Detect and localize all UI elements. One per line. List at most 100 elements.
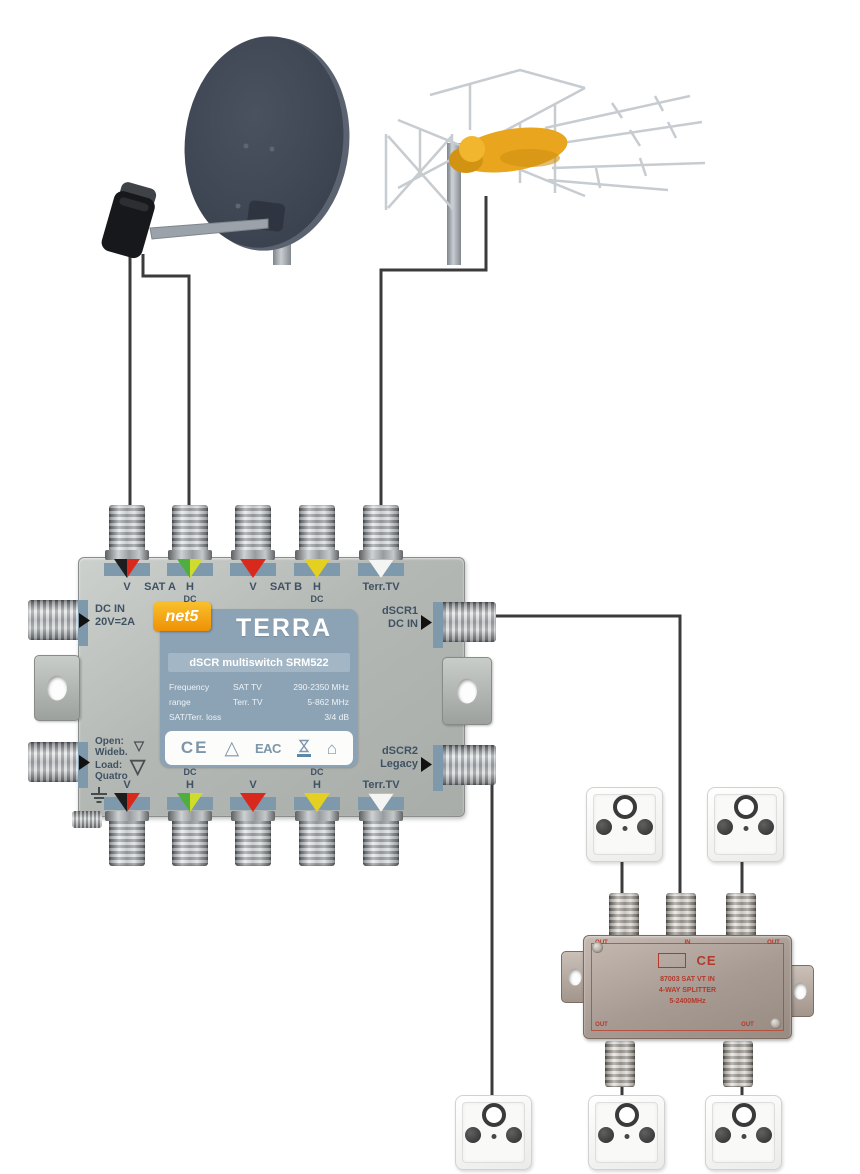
wall-outlet	[705, 1095, 782, 1170]
splitter-model: 87003 SAT VT IN	[660, 976, 715, 983]
spec-band: Terr. TV	[233, 697, 263, 707]
port-label: SAT B	[269, 581, 303, 593]
port-label: H	[313, 581, 321, 593]
port-label: V	[249, 779, 257, 791]
quatro-label: Quatro	[95, 771, 128, 782]
port-label: DC	[310, 594, 324, 604]
dscr1-sub-label: DC IN	[388, 618, 418, 630]
cable-lnb-h-sat-a	[141, 254, 191, 512]
outlet-socket	[598, 1127, 614, 1143]
splitter-port-top-out2	[726, 893, 756, 939]
spec-row: range Terr. TV 5-862 MHz	[169, 695, 349, 710]
eac-mark-icon: EAC	[254, 740, 281, 756]
port-bottom-h2	[295, 811, 339, 866]
hourglass-icon	[296, 739, 311, 757]
port-label: V	[123, 779, 131, 791]
arrow-right-icon	[79, 755, 90, 770]
arrow-right-icon	[79, 613, 90, 628]
screw-icon	[770, 1018, 781, 1029]
port-label: H	[186, 779, 194, 791]
outlet-tv-socket	[481, 1103, 506, 1127]
dc-in-label: DC IN	[95, 603, 125, 615]
spec-label: SAT/Terr. loss	[169, 712, 222, 722]
outlet-socket	[715, 1127, 731, 1143]
port-label: Terr.TV	[362, 779, 400, 791]
dscr2-sub-label: Legacy	[380, 758, 418, 770]
spec-table: Frequency SAT TV 290-2350 MHz range Terr…	[169, 680, 349, 725]
multiswitch: V SAT A H DC V SAT B H DC Terr.TV DC IN …	[28, 505, 498, 871]
outlet-socket	[465, 1127, 481, 1143]
port-top-sat-b-v	[231, 505, 275, 560]
port-strip	[433, 602, 443, 648]
brand-name: TERRA	[235, 614, 333, 642]
port-label: DC	[183, 767, 197, 777]
port-left-config	[28, 742, 80, 782]
house-icon: ⌂	[326, 738, 338, 758]
wall-outlet	[586, 787, 663, 862]
splitter-port-bottom-out3	[605, 1041, 635, 1087]
outlet-socket	[506, 1127, 522, 1143]
ground-icon	[91, 787, 107, 803]
outlet-pin	[743, 826, 748, 831]
mounting-hole	[793, 982, 807, 1000]
port-bottom-v2	[231, 811, 275, 866]
outlet-tv-socket	[733, 795, 758, 819]
splitter-port-top-out1	[609, 893, 639, 939]
certification-marks: CE △ EAC ⌂	[165, 731, 353, 765]
outlet-socket	[596, 819, 612, 835]
spec-row: Frequency SAT TV 290-2350 MHz	[169, 680, 349, 695]
satellite-dish	[101, 36, 350, 265]
splitter-port-label: OUT	[767, 940, 780, 946]
splitter-logo-row: CE	[584, 953, 791, 968]
safety-triangle-icon: △	[224, 737, 240, 759]
port-label: SAT A	[144, 581, 176, 593]
outlet-tv-socket	[731, 1103, 756, 1127]
splitter-port-bottom-out4	[723, 1041, 753, 1087]
mounting-tab-left	[34, 655, 80, 721]
outlet-pin	[741, 1134, 746, 1139]
port-right-dscr1	[440, 602, 496, 642]
splitter-type: 4-WAY SPLITTER	[658, 987, 717, 994]
spec-value: 5-862 MHz	[307, 697, 349, 707]
port-bottom-terr-tv	[359, 811, 403, 866]
spec-band: SAT TV	[233, 682, 262, 692]
port-top-sat-a-h	[168, 505, 212, 560]
wall-outlet	[588, 1095, 665, 1170]
port-strip	[433, 745, 443, 791]
load-label: Load:	[95, 760, 123, 771]
underline-bar	[296, 754, 311, 757]
port-bottom-v1	[105, 811, 149, 866]
cable-dscr1-to-splitter-in	[462, 614, 682, 902]
mounting-hole	[568, 968, 582, 986]
spec-row: SAT/Terr. loss 3/4 dB	[169, 710, 349, 725]
port-top-sat-a-v	[105, 505, 149, 560]
outlet-socket	[637, 819, 653, 835]
label-frame	[591, 943, 784, 1031]
lnb-arm	[149, 218, 269, 240]
dscr1-label: dSCR1	[381, 605, 418, 617]
outlet-tv-socket	[614, 1103, 639, 1127]
outlet-pin	[491, 1134, 496, 1139]
mounting-hole	[457, 678, 477, 704]
arrow-right-icon	[421, 615, 432, 630]
port-left-dc-in	[28, 600, 80, 640]
wideband-triangle-icon: ▽	[134, 738, 144, 753]
terrestrial-antenna	[384, 68, 706, 265]
splitter-port-in	[666, 893, 696, 939]
outlet-socket	[639, 1127, 655, 1143]
port-top-terr-tv	[359, 505, 403, 560]
bottom-left-stub	[72, 811, 102, 828]
spec-label: range	[169, 697, 191, 707]
splitter-port-label: OUT	[741, 1022, 754, 1028]
ce-mark-icon: CE	[696, 953, 717, 968]
outlet-socket	[758, 819, 774, 835]
outlet-pin	[624, 1134, 629, 1139]
port-label: Terr.TV	[362, 581, 400, 593]
outlet-socket	[756, 1127, 772, 1143]
spec-value: 290-2350 MHz	[293, 682, 349, 692]
dscr2-label: dSCR2	[381, 745, 418, 757]
model-name: dSCR multiswitch SRM522	[168, 653, 350, 672]
spec-label: Frequency	[169, 682, 210, 692]
